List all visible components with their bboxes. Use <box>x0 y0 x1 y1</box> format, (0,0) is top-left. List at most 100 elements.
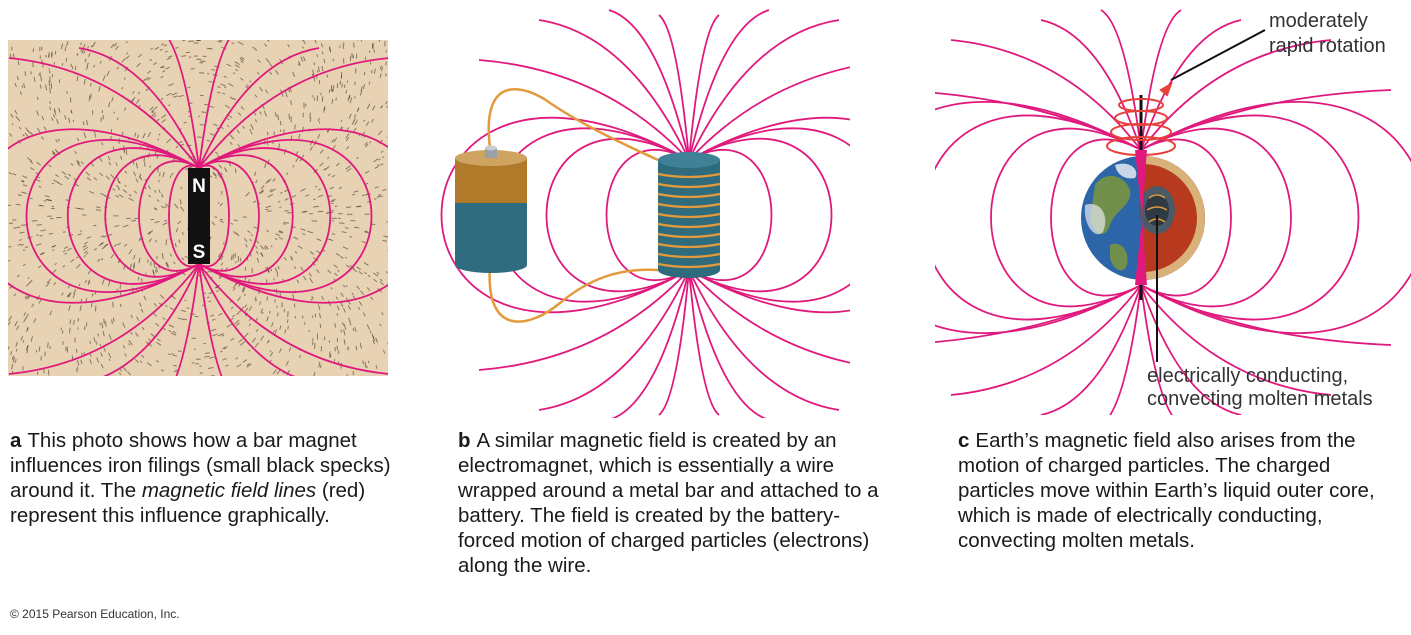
field-line <box>605 149 690 281</box>
field-line <box>1140 138 1232 297</box>
field-line <box>102 263 200 376</box>
field-line <box>198 263 223 376</box>
field-line <box>198 160 260 272</box>
field-line <box>1140 9 1182 151</box>
field-line <box>198 139 373 293</box>
field-line <box>198 263 388 375</box>
electromagnet-coil <box>657 152 721 278</box>
field-line <box>688 149 773 281</box>
earth-field-diagram: moderately rapid rotation electrically c… <box>935 0 1411 415</box>
caption-b-text: A similar magnetic field is created by a… <box>458 429 879 577</box>
field-line <box>198 154 294 278</box>
bar-magnet <box>188 168 210 264</box>
field-line <box>1140 114 1360 321</box>
caption-a-text-1: This photo shows how a bar magnet influe… <box>10 429 391 502</box>
battery <box>455 145 527 273</box>
field-line <box>658 269 690 416</box>
field-line <box>1140 284 1173 415</box>
field-line <box>1050 138 1142 297</box>
field-line <box>78 47 200 169</box>
field-line <box>198 57 388 169</box>
field-line <box>198 164 230 268</box>
field-line <box>478 269 690 371</box>
core-label-line1: electrically conducting, <box>1147 365 1348 387</box>
electromagnet-diagram <box>440 8 850 418</box>
rotation-label-line2: rapid rotation <box>1269 35 1386 57</box>
field-line <box>1040 284 1142 415</box>
copyright-notice: © 2015 Pearson Education, Inc. <box>10 607 180 621</box>
field-line <box>688 137 833 293</box>
field-line <box>8 128 200 304</box>
field-line <box>1109 284 1142 415</box>
field-line <box>198 128 388 304</box>
caption-a-text-2: (red) represent this influence graphical… <box>10 479 366 527</box>
field-line <box>1140 284 1332 396</box>
field-line <box>935 101 1142 334</box>
field-line <box>1140 284 1242 415</box>
field-line <box>935 284 1142 343</box>
field-lines-a <box>8 40 388 376</box>
field-line <box>440 116 690 314</box>
field-line <box>198 40 230 169</box>
wire-bottom <box>488 265 659 323</box>
field-line <box>198 147 331 285</box>
field-funnel-south <box>1135 218 1147 285</box>
field-line <box>688 19 840 161</box>
south-pole-label: S <box>193 242 206 263</box>
field-line <box>608 9 690 161</box>
field-line <box>545 137 690 293</box>
caption-c-text: Earth’s magnetic field also arises from … <box>958 429 1375 552</box>
rotation-pointer <box>1170 29 1266 81</box>
field-line <box>950 284 1142 396</box>
field-line <box>688 269 840 411</box>
rotation-arrows <box>1106 81 1176 156</box>
north-pole-label: N <box>192 176 206 197</box>
iron-filings <box>8 40 388 376</box>
field-line <box>198 47 320 169</box>
earth-magnetic-field-diagram: moderately rapid rotation electrically c… <box>935 9 1411 415</box>
field-line <box>688 127 850 303</box>
field-line <box>1140 101 1411 334</box>
field-line <box>688 116 850 314</box>
bar-magnet-photo: N S <box>8 40 388 376</box>
bar-magnet-field-diagram: N S <box>8 40 388 376</box>
field-line <box>688 269 850 364</box>
field-line <box>1140 127 1292 308</box>
caption-b-letter: b <box>458 429 471 452</box>
field-funnel-north <box>1135 150 1147 218</box>
field-line <box>935 114 1142 321</box>
caption-c-letter: c <box>958 429 970 452</box>
caption-a-italic: magnetic field lines <box>141 479 317 502</box>
field-line <box>175 263 200 376</box>
field-line <box>688 9 770 161</box>
field-line <box>478 59 690 161</box>
field-line <box>25 139 200 293</box>
field-line <box>538 269 690 411</box>
field-line <box>688 269 767 418</box>
field-line <box>935 92 1142 151</box>
coil-wire-turns <box>657 172 721 269</box>
electromagnet-field-diagram <box>440 9 850 418</box>
earth-globe <box>1081 156 1205 280</box>
field-line <box>1140 284 1392 346</box>
field-line <box>688 14 720 161</box>
field-line <box>688 269 720 416</box>
field-line <box>688 66 850 161</box>
field-line <box>990 127 1142 308</box>
field-line <box>611 269 690 418</box>
field-line <box>1100 9 1142 151</box>
rotation-label-line1: moderately <box>1269 10 1368 32</box>
field-line <box>1140 89 1392 151</box>
caption-a-letter: a <box>10 429 22 452</box>
field-line <box>8 57 200 169</box>
field-line <box>168 164 200 268</box>
field-lines-c <box>935 9 1411 415</box>
field-line <box>198 263 296 376</box>
field-line <box>8 263 200 375</box>
field-line <box>138 160 200 272</box>
wire-top <box>487 88 659 162</box>
field-line <box>67 147 200 285</box>
